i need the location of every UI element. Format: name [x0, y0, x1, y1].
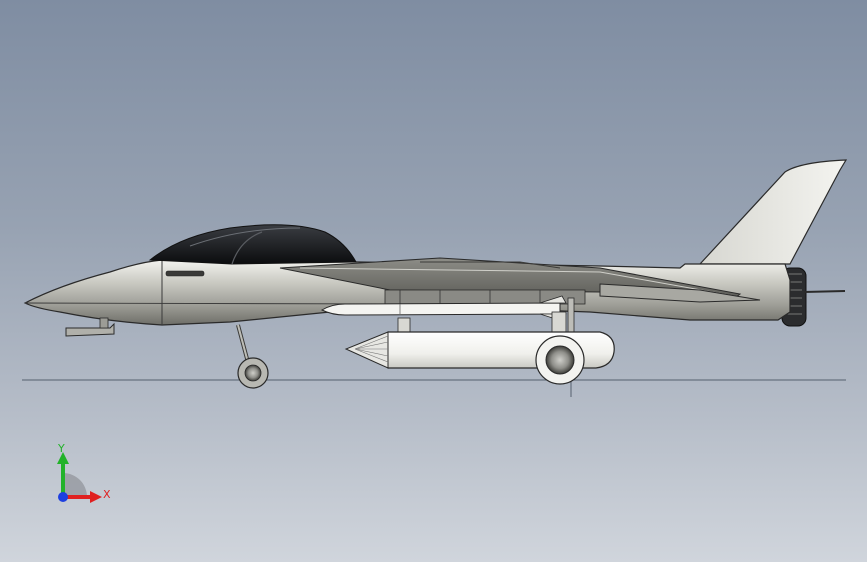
z-axis-dot — [58, 492, 68, 502]
canopy-frame — [231, 231, 263, 265]
pylon-rear-2 — [567, 297, 575, 335]
canopy-reflection — [189, 227, 301, 247]
horizontal-stabilizer[interactable] — [599, 283, 761, 303]
intake-slot — [165, 270, 205, 277]
triad-arc — [63, 473, 87, 497]
pylon-rear — [551, 311, 567, 335]
nose-bracket — [65, 317, 115, 337]
chine-line — [24, 302, 391, 305]
wing-highlight — [299, 267, 736, 297]
nose-landing-gear[interactable] — [236, 324, 269, 389]
main-landing-gear[interactable] — [535, 335, 585, 385]
y-axis-arrow-head — [57, 452, 69, 464]
coordinate-triad: Y X — [57, 442, 111, 503]
vertical-tail-fin[interactable] — [698, 159, 848, 265]
weapons-bay — [384, 289, 586, 305]
canopy[interactable] — [148, 224, 357, 265]
x-axis-label: X — [103, 488, 111, 501]
x-axis-arrow-head — [90, 491, 102, 503]
y-axis-label: Y — [57, 442, 65, 455]
wing-glove-detail — [420, 261, 561, 269]
engine-nozzle[interactable] — [781, 267, 846, 327]
pylon-front — [397, 317, 411, 333]
